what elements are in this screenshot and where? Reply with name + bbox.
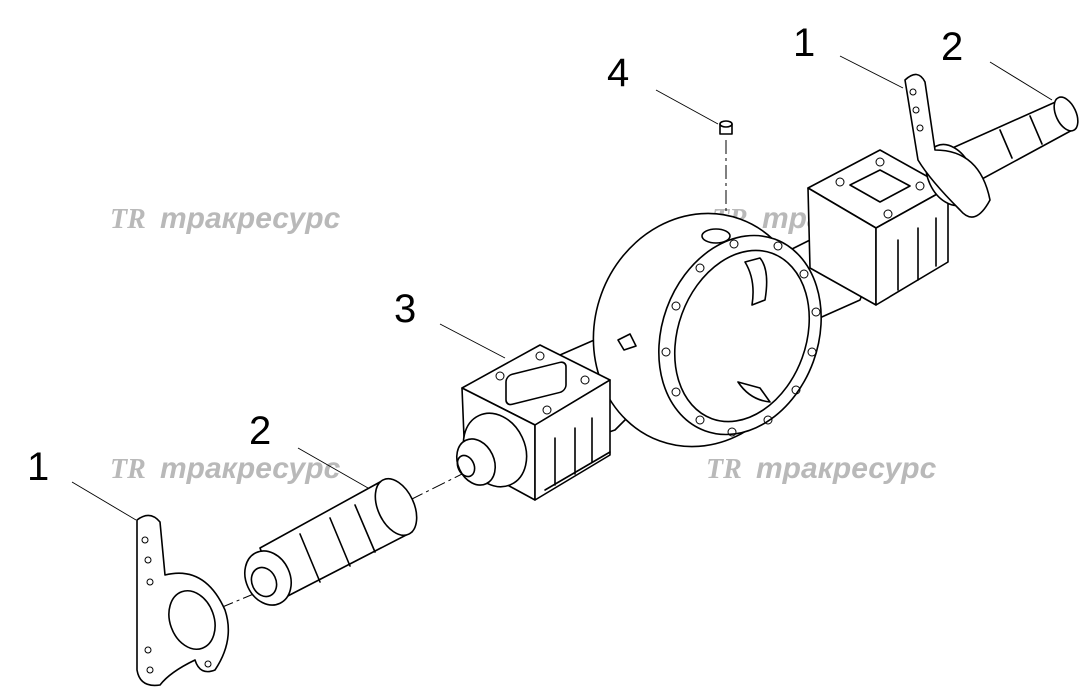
callout-1-right: 1 — [793, 21, 815, 65]
watermark-text: тракресурс — [160, 452, 341, 485]
leader-3 — [439, 323, 506, 359]
leader-4 — [655, 89, 719, 125]
watermark-right-bottom: TR тракресурс — [706, 452, 937, 485]
leader-2-left — [297, 447, 369, 489]
watermark-logo: TR — [110, 454, 146, 485]
right-spring-pad — [807, 149, 949, 306]
plug — [719, 120, 733, 135]
flange-bolt-holes — [661, 239, 821, 437]
callout-3: 3 — [394, 287, 416, 331]
leader-2-right — [989, 61, 1053, 101]
leader-1-left — [71, 481, 137, 521]
axis-left-spindle — [409, 469, 471, 501]
watermark-text: тракресурс — [756, 452, 937, 485]
leader-1-right — [839, 55, 904, 89]
callout-2-right: 2 — [941, 25, 963, 69]
callout-1-left: 1 — [27, 445, 49, 489]
left-flange — [136, 514, 230, 687]
watermark-text: тракресурс — [160, 202, 341, 235]
right-flange — [904, 73, 991, 218]
watermark-logo: TR — [110, 204, 146, 235]
watermark-left-bottom: TR тракресурс — [110, 452, 341, 485]
watermark-logo: TR — [706, 454, 742, 485]
callout-2-left: 2 — [249, 409, 271, 453]
callout-4: 4 — [607, 51, 629, 95]
watermark-left-top: TR тракресурс — [110, 202, 341, 235]
left-spindle — [244, 477, 418, 606]
housing-left-stub — [455, 412, 528, 488]
